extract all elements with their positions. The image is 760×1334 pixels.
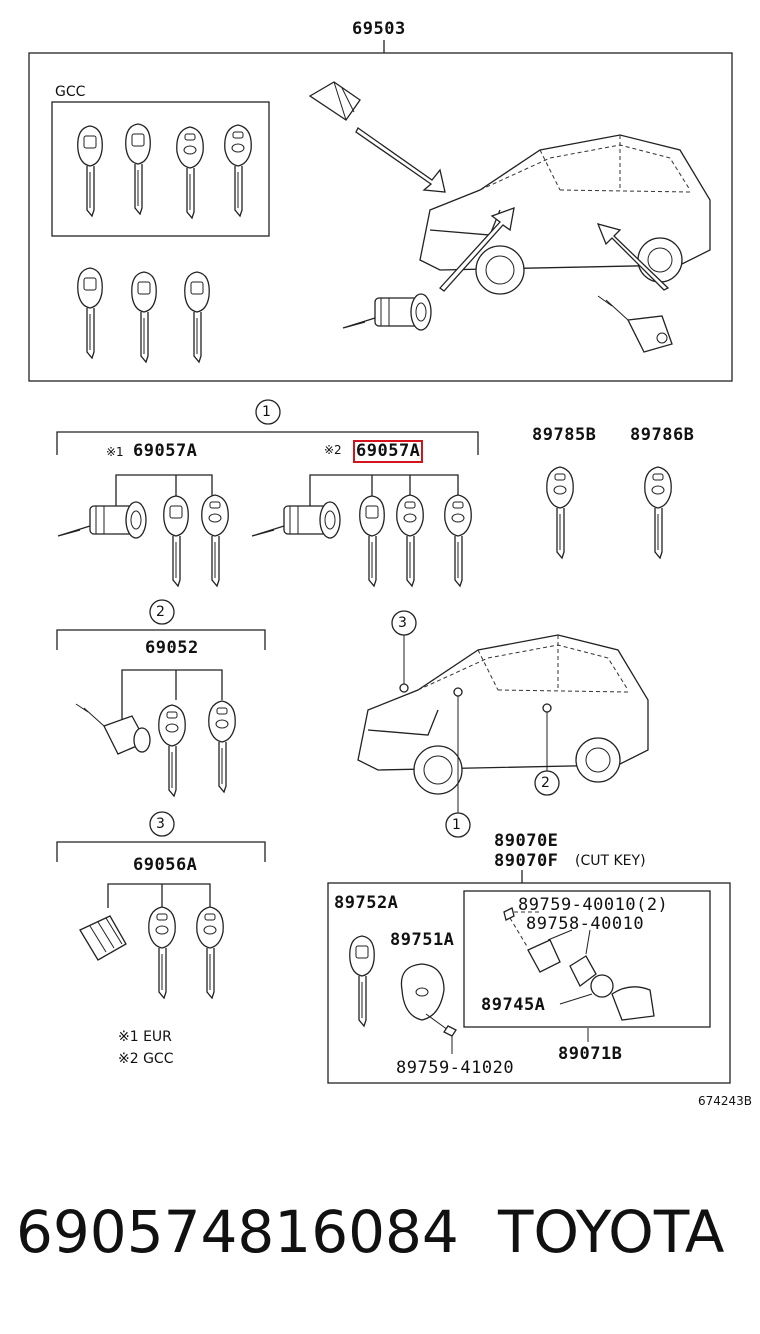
note-mark-2: ※2 <box>324 443 342 457</box>
part-label-89759-41020: 89759-41020 <box>396 1058 515 1078</box>
part-label-89070e: 89070E <box>494 831 559 851</box>
legend-eur: ※1 EUR <box>118 1029 172 1045</box>
footer-brand: TOYOTA <box>498 1198 725 1266</box>
callout-circle-2: 2 <box>156 604 165 620</box>
part-label-89752a: 89752A <box>334 893 399 913</box>
part-label-89758-40010: 89758-40010 <box>526 914 645 934</box>
note-mark-1: ※1 <box>106 445 124 459</box>
car-callout-2: 2 <box>541 775 550 791</box>
car-callout-3: 3 <box>398 615 407 631</box>
cut-key-note: (CUT KEY) <box>575 853 646 869</box>
part-label-69056a: 69056A <box>133 855 198 875</box>
callout-circle-1: 1 <box>262 404 271 420</box>
gcc-label: GCC <box>55 84 86 100</box>
legend-gcc: ※2 GCC <box>118 1051 174 1067</box>
part-label-89751a: 89751A <box>390 930 455 950</box>
arrow-icon <box>355 127 446 193</box>
part-label-89759-40010: 89759-40010(2) <box>518 895 669 915</box>
part-label-89785b: 89785B <box>532 425 597 445</box>
battery-icon <box>590 974 614 998</box>
footer-part-number: 690574816084 <box>16 1198 459 1266</box>
part-label-89071b: 89071B <box>558 1044 623 1064</box>
lock-cylinder-icon <box>308 81 361 121</box>
part-label-69057a-gcc-highlighted: 69057A <box>352 440 424 463</box>
callout-circle-3: 3 <box>156 816 165 832</box>
car-callout-1: 1 <box>452 817 461 833</box>
top-assembly-part-label: 69503 <box>352 19 406 39</box>
screw-icon <box>443 1025 457 1054</box>
key-icon <box>546 466 574 559</box>
part-label-89745a: 89745A <box>481 995 546 1015</box>
figure-number: 674243B <box>698 1094 753 1108</box>
part-label-89070f: 89070F <box>494 851 559 871</box>
part-label-89786b: 89786B <box>630 425 695 445</box>
part-label-69057a-eur: 69057A <box>133 441 198 461</box>
part-label-69052: 69052 <box>145 638 199 658</box>
